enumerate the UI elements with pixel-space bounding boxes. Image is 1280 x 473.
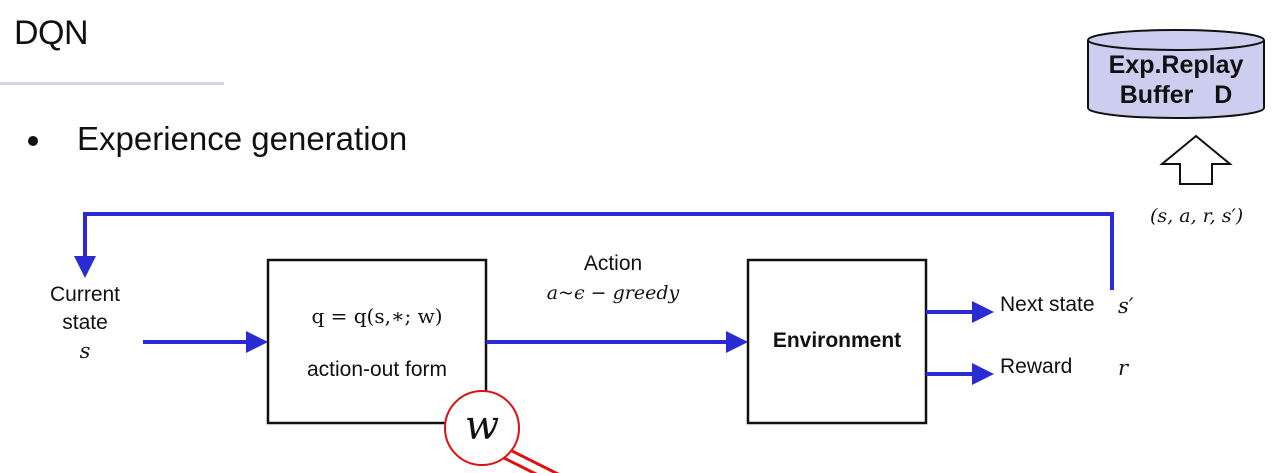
current-state-line1: Current bbox=[49, 283, 121, 306]
next-state-label: Next state bbox=[1000, 293, 1095, 316]
feedback-loop-arrow bbox=[74, 212, 1114, 290]
bullet-text: Experience generation bbox=[77, 120, 408, 157]
action-policy: a~ϵ − greedy bbox=[546, 282, 680, 304]
up-arrow-icon bbox=[1159, 134, 1233, 185]
next-state-symbol: s′ bbox=[1118, 294, 1134, 318]
reward-symbol: r bbox=[1118, 356, 1129, 380]
q-box-caption: action-out form bbox=[306, 358, 448, 381]
q-function-box bbox=[266, 258, 488, 425]
replay-buffer-line2: Buffer D bbox=[1119, 81, 1233, 109]
replay-buffer-cylinder bbox=[1087, 29, 1265, 119]
current-state-line2: state bbox=[62, 311, 108, 334]
environment-label: Environment bbox=[772, 329, 902, 352]
replay-buffer-line1: Exp.Replay bbox=[1108, 51, 1244, 79]
title-underline bbox=[0, 82, 224, 85]
reward-arrow bbox=[926, 363, 994, 385]
state-input-arrow bbox=[143, 331, 268, 353]
action-arrow bbox=[486, 331, 748, 353]
environment-box bbox=[746, 258, 928, 425]
weight-symbol: w bbox=[464, 403, 500, 449]
reward-label: Reward bbox=[1000, 355, 1073, 378]
next-state-arrow bbox=[926, 301, 994, 323]
current-state-symbol: s bbox=[79, 339, 91, 363]
bullet-dot-icon bbox=[28, 136, 38, 146]
experience-tuple: (s, a, r, s′) bbox=[1150, 205, 1244, 227]
weight-circle bbox=[444, 390, 520, 466]
q-formula: q = q(s,∗; w) bbox=[311, 304, 443, 328]
current-state-label: Current state s bbox=[30, 281, 140, 365]
replay-buffer-label: Exp.Replay Buffer D bbox=[1088, 50, 1264, 110]
action-label: Action bbox=[583, 252, 643, 275]
slide-title: DQN bbox=[14, 14, 89, 52]
weight-link-lines bbox=[499, 446, 560, 473]
